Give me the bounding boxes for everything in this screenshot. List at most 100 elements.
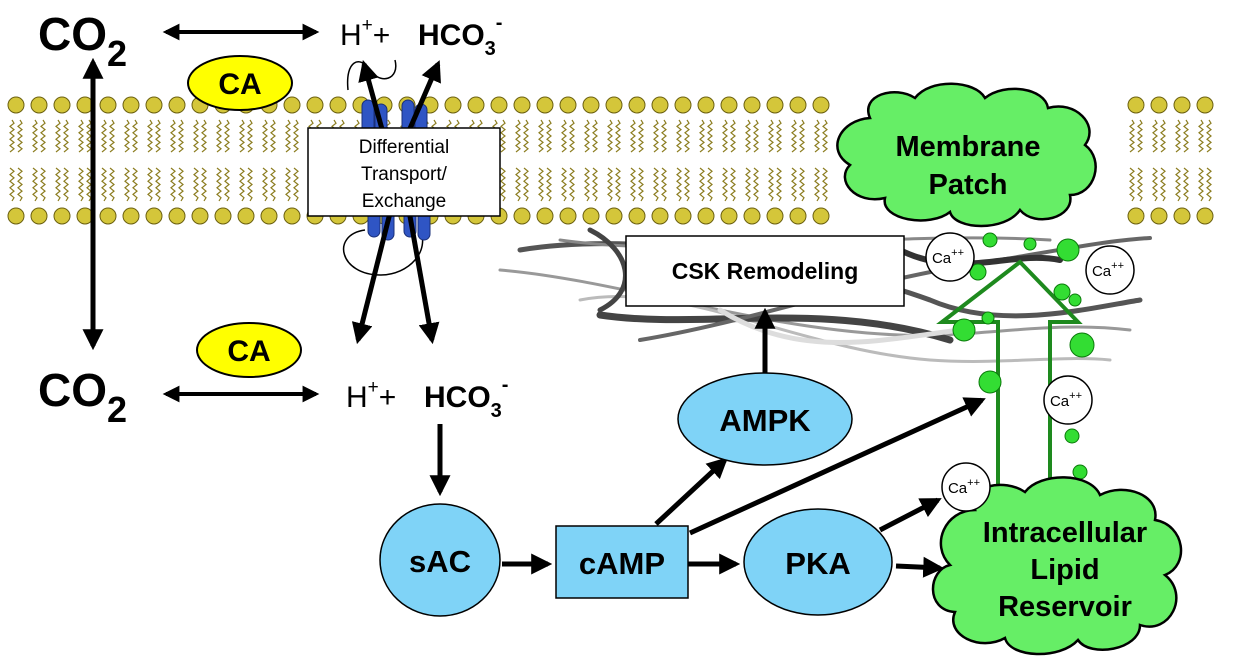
h-plus-bottom: H++ [346,377,396,414]
transport-line-3: Exchange [362,191,447,212]
lipid-tail [155,167,161,202]
lipid-tail [500,167,506,202]
sac-shape [379,503,501,617]
lipid-head [651,207,669,225]
lipid-vesicles [952,232,1095,480]
calcium-ion-label: Ca++ [1050,390,1082,410]
lipid-tail [684,119,690,153]
lipid-head [1196,96,1214,114]
lipid-tail [55,167,61,202]
lipid-head [283,96,301,114]
node-sac: sAC [379,503,501,617]
equilibrium-top: CO2 H++ HCO3- [38,8,502,74]
sac-label: sAC [409,544,471,579]
lipid-tail [193,167,199,202]
filament [587,227,628,313]
lipid-head [260,207,278,225]
hco3-top: HCO3- [418,12,502,60]
lipid-tail [247,119,253,153]
lipid-tail [822,119,828,153]
camp-shape [555,525,689,599]
lipid-tail [239,167,245,202]
lipid-head [1173,207,1191,225]
lipid-head [1150,207,1168,225]
lipid-head [329,96,347,114]
calcium-ion-label: Ca++ [932,247,964,267]
lipid-tail [753,167,759,202]
calcium-ion-label: Ca++ [1092,260,1124,280]
csk-box [625,235,905,307]
lipid-tail [216,119,222,153]
pka-shape [743,508,893,616]
lipid-tail [270,167,276,202]
lipid-head [7,96,25,114]
lipid-tail [201,167,207,202]
lipid-tail [63,119,69,153]
lipid-tail [17,167,23,202]
lipid-tail [1137,119,1143,153]
lipid-tail [799,119,805,153]
calcium-ion: Ca++ [1085,245,1135,295]
calcium-ion-label: Ca++ [948,477,980,497]
lipid-head [766,96,784,114]
lipid-tail [791,167,797,202]
lipid-head [99,96,117,114]
lipid-tail [1183,167,1189,202]
lipid-head [582,96,600,114]
lipid-tail [147,167,153,202]
lipid-tail [40,119,46,153]
lipid-tail [699,119,705,153]
csk-remodeling-box: CSK Remodeling [625,235,905,307]
lipid-head [214,207,232,225]
lipid-vesicle [1023,237,1037,251]
lipid-head [536,96,554,114]
lipid-head [7,207,25,225]
lipid-tail [124,119,130,153]
lipid-tail [745,119,751,153]
lipid-tail [538,119,544,153]
lipid-tail [1206,119,1212,153]
ampk-shape [677,372,853,466]
pka-label: PKA [785,546,850,581]
lipid-tail [109,119,115,153]
lipid-tail [9,119,15,153]
lipid-tail [707,167,713,202]
lipid-tail [768,119,774,153]
lipid-head [168,207,186,225]
node-pka: PKA [743,508,893,616]
lipid-tail [109,167,115,202]
lipid-tail [132,167,138,202]
lipid-tail [55,119,61,153]
lipid-head [1196,207,1214,225]
lipid-tail [676,167,682,202]
lipid-tail [661,119,667,153]
lipid-head [191,207,209,225]
lipid-tail [262,119,268,153]
ca-top-label: CA [218,68,261,101]
arrow-pka-to-reservoir [895,556,945,578]
lipid-tail [1198,167,1204,202]
lipid-tail [699,167,705,202]
lipid-head [122,207,140,225]
lipid-tail [523,167,529,202]
lipid-head [53,96,71,114]
lipid-tail [63,167,69,202]
ampk-label: AMPK [719,403,811,438]
lipid-tail [293,167,299,202]
lipid-tail [615,167,621,202]
lipid-tail [1152,119,1158,153]
arrow-hco3-in [405,204,440,345]
lipid-tail [638,167,644,202]
membrane-patch-shape [836,82,1097,228]
lipid-tail [86,167,92,202]
lipid-tail [630,167,636,202]
filament [897,247,1063,267]
filament [717,307,963,345]
lipid-tail [500,119,506,153]
lipid-head [1150,96,1168,114]
calcium-ion-circle [941,462,991,512]
lipid-tail [584,119,590,153]
lipid-tail [584,167,590,202]
lipid-head [1127,207,1145,225]
lipid-tail [1152,167,1158,202]
